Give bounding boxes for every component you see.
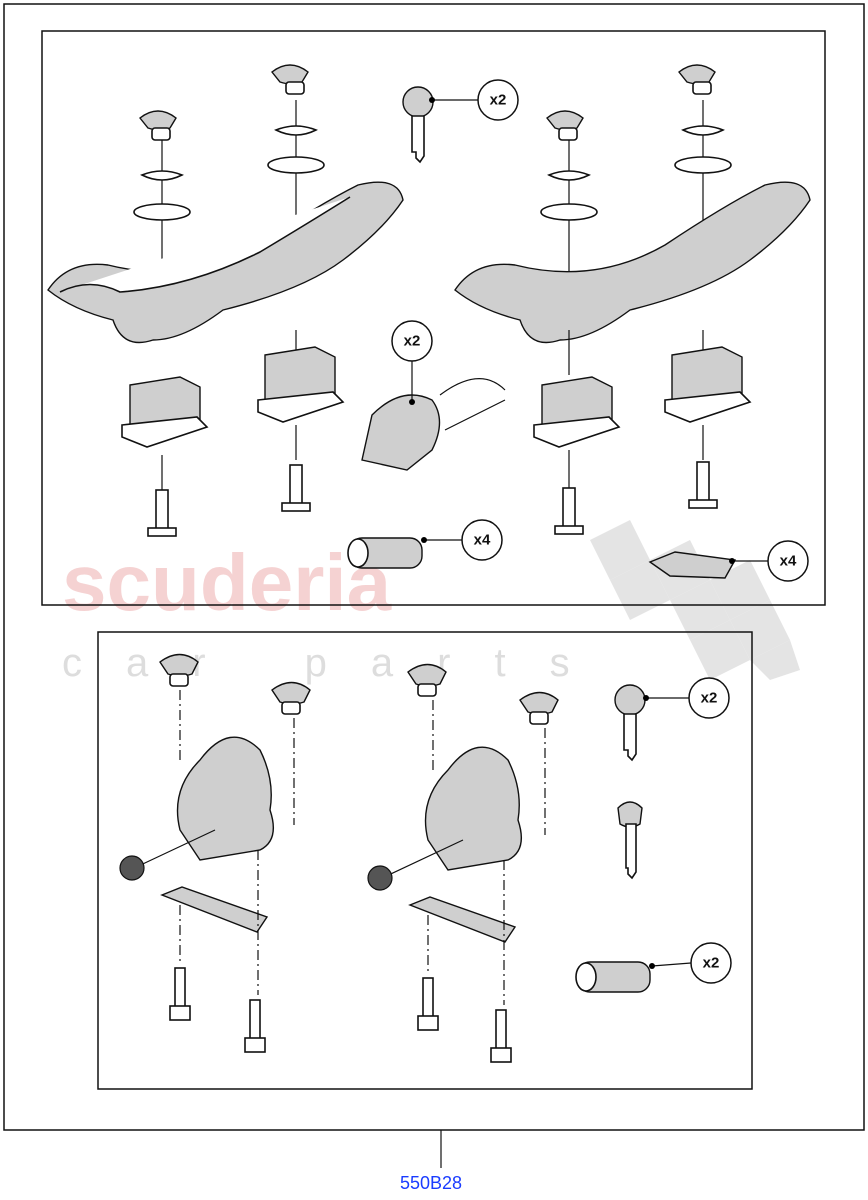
callout-upper-lock-cylinder: x4	[421, 519, 503, 561]
callout-label: x2	[703, 955, 720, 972]
callout-lower-key: x2	[643, 677, 730, 719]
bolt	[244, 999, 266, 1053]
watermark-brand: scuderia	[62, 538, 392, 627]
lock-cylinder	[347, 537, 423, 569]
mount-assembly-right	[367, 663, 559, 1063]
callout-label: x2	[490, 92, 507, 109]
callout-upper-key: x2	[429, 79, 519, 121]
watermark-tagline: car parts	[62, 641, 614, 685]
t-bolt	[281, 464, 311, 512]
base-plate	[160, 886, 269, 933]
knob-icon	[546, 110, 584, 131]
callout-label: x4	[474, 532, 491, 549]
cradle-assembly-right	[454, 64, 811, 535]
cradle-assembly-left	[47, 64, 404, 537]
reference-code-link[interactable]: 550B28	[400, 1173, 463, 1193]
blank-key-icon	[617, 801, 643, 880]
lock-mount	[176, 736, 274, 861]
clip-plate	[648, 551, 737, 579]
washer	[267, 156, 325, 174]
lower-kit-frame	[97, 631, 753, 1090]
mount-assembly-left	[119, 653, 311, 1053]
clip-washer	[140, 170, 184, 181]
knob-icon	[678, 64, 716, 85]
knob-icon	[139, 110, 177, 131]
callout-label: x2	[701, 690, 718, 707]
lock-cylinder	[575, 961, 651, 993]
t-bolt	[147, 489, 177, 537]
knob-icon	[271, 681, 311, 705]
washer	[133, 203, 191, 221]
bolt	[169, 967, 191, 1021]
callout-label: x4	[780, 553, 797, 570]
watermark: scuderia car parts	[62, 520, 800, 685]
callout-lower-lock-cylinder: x2	[649, 942, 732, 984]
callout-upper-clip: x4	[729, 540, 809, 582]
key-icon	[614, 684, 646, 762]
callout-upper-lock-cap: x2	[391, 320, 433, 405]
callout-label: x2	[404, 333, 421, 350]
upper-kit-frame	[41, 30, 826, 606]
watermark-flag	[590, 520, 800, 680]
outer-frame	[3, 3, 865, 1131]
key-icon	[402, 86, 434, 164]
knob-icon	[271, 64, 309, 85]
cradle	[454, 181, 811, 344]
lock-cap	[361, 378, 506, 471]
